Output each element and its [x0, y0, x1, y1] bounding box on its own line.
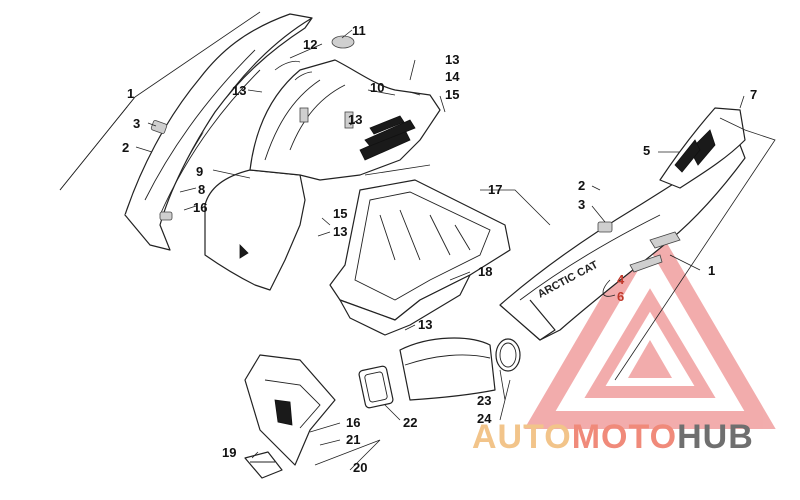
callout-labels: 1 3 2 9 8 16 12 11 13 10 13 13 14 15 17 … — [122, 23, 757, 475]
callout-12: 12 — [303, 37, 317, 52]
lower-nose-bracket — [244, 354, 336, 479]
callout-19: 19 — [222, 445, 236, 460]
callout-4: 4 — [617, 272, 625, 287]
callout-17: 17 — [488, 182, 502, 197]
callout-3-right: 3 — [578, 197, 585, 212]
callout-3-left: 3 — [133, 116, 140, 131]
callout-23: 23 — [477, 393, 491, 408]
callout-13-hood-left: 13 — [232, 83, 246, 98]
callout-7: 7 — [750, 87, 757, 102]
callout-11: 11 — [352, 23, 366, 38]
watermark-logo-triangle — [524, 214, 776, 429]
callout-22: 22 — [403, 415, 417, 430]
callout-21: 21 — [346, 432, 360, 447]
air-intake-duct — [358, 337, 521, 409]
left-side-panel — [124, 13, 313, 251]
callout-18: 18 — [478, 264, 492, 279]
callout-13-hood-right: 13 — [445, 52, 459, 67]
storage-tub — [329, 179, 511, 336]
watermark-auto: AUTO — [472, 418, 572, 456]
callout-14: 14 — [445, 69, 460, 84]
callout-20: 20 — [353, 460, 367, 475]
callout-16-left: 16 — [193, 200, 207, 215]
callout-13-hood-mid: 13 — [348, 112, 362, 127]
callout-15-lower: 15 — [333, 206, 347, 221]
callout-6: 6 — [617, 289, 624, 304]
callout-9: 9 — [196, 164, 203, 179]
callout-13-tub: 13 — [333, 224, 347, 239]
callout-8: 8 — [198, 182, 205, 197]
callout-5: 5 — [643, 143, 650, 158]
callout-1-left: 1 — [127, 86, 134, 101]
callout-2-right: 2 — [578, 178, 585, 193]
callout-15-upper: 15 — [445, 87, 459, 102]
watermark-moto: MOTO — [571, 418, 678, 456]
callout-1-right: 1 — [708, 263, 715, 278]
right-side-panel — [499, 107, 746, 341]
watermark-hub: HUB — [677, 418, 754, 456]
watermark-text: AUTOMOTOHUB — [472, 418, 754, 457]
callout-24: 24 — [477, 411, 492, 426]
callout-13-lower: 13 — [418, 317, 432, 332]
callout-10: 10 — [370, 80, 384, 95]
callout-16-lower: 16 — [346, 415, 360, 430]
leader-lines — [59, 11, 776, 471]
callout-2-left: 2 — [122, 140, 129, 155]
hood-assembly — [204, 35, 441, 291]
